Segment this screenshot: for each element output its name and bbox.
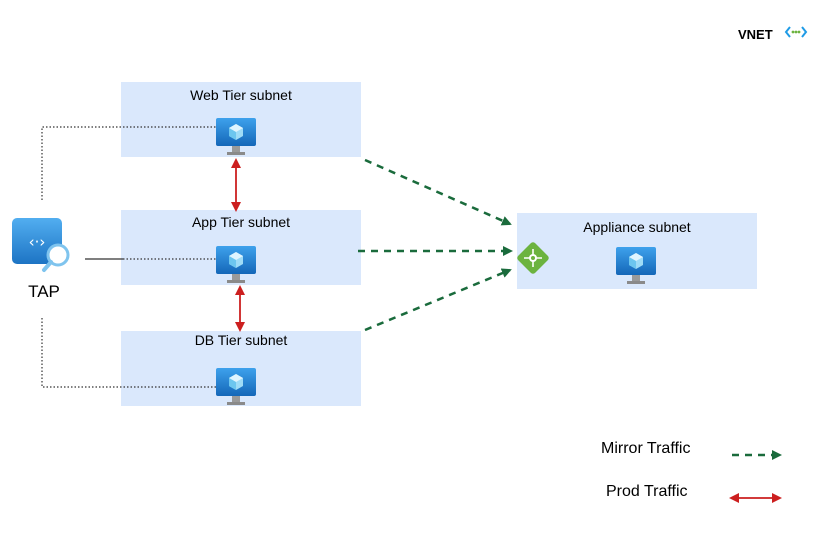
tap-to-web-connector bbox=[41, 126, 216, 200]
mirror-arrow-db bbox=[364, 268, 512, 332]
svg-text:‹·›: ‹·› bbox=[29, 233, 46, 251]
vnet-label: VNET bbox=[738, 27, 773, 42]
db-tier-subnet-label: DB Tier subnet bbox=[194, 332, 288, 348]
app-tier-subnet-label: App Tier subnet bbox=[191, 214, 291, 230]
web-tier-subnet-label: Web Tier subnet bbox=[190, 87, 292, 103]
legend-prod-label: Prod Traffic bbox=[606, 483, 688, 500]
load-balancer-icon bbox=[517, 242, 549, 274]
tap-label: TAP bbox=[28, 282, 60, 301]
vnet-icon bbox=[784, 26, 808, 38]
mirror-arrow-web bbox=[364, 158, 512, 226]
appliance-subnet-label: Appliance subnet bbox=[583, 219, 691, 235]
tap-icon: ‹·› bbox=[12, 218, 70, 272]
legend-mirror-label: Mirror Traffic bbox=[601, 440, 691, 457]
